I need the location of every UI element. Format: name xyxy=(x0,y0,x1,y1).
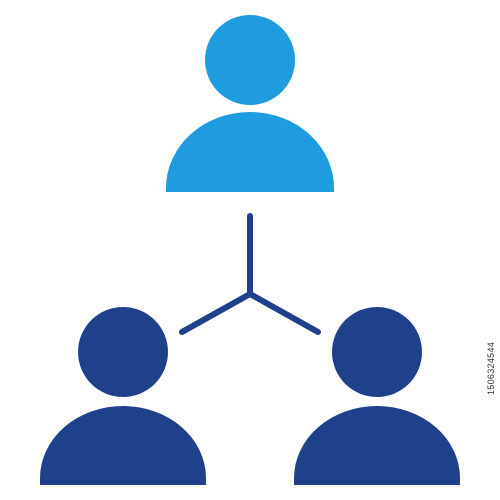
connector-branch-left xyxy=(179,291,253,335)
bottom-left-person-icon xyxy=(40,307,206,485)
connector-icon xyxy=(179,213,321,335)
stock-id-label: 1506324544 xyxy=(486,341,496,395)
top-person-head xyxy=(205,15,295,105)
bottom-right-person-body xyxy=(294,406,460,485)
bottom-left-person-body xyxy=(40,406,206,485)
connector-branch-right xyxy=(247,291,321,335)
top-person-icon xyxy=(166,15,334,192)
bottom-left-person-head xyxy=(78,307,168,397)
top-person-body xyxy=(166,112,334,192)
bottom-right-person-icon xyxy=(294,307,460,485)
bottom-right-person-head xyxy=(332,307,422,397)
